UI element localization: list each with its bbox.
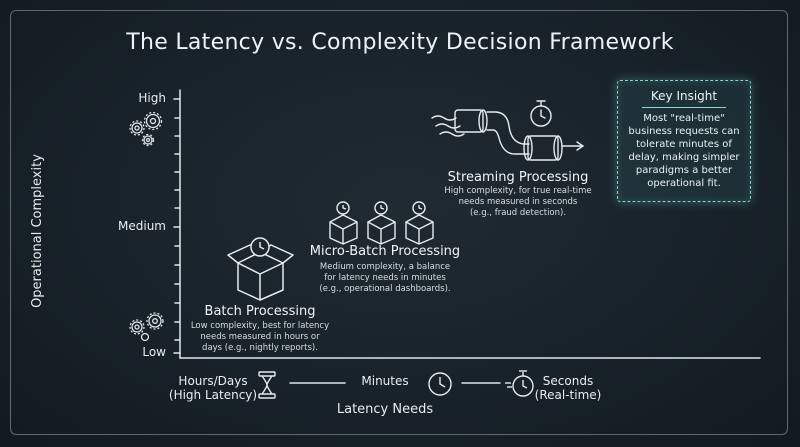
batch-title: Batch Processing <box>204 304 316 319</box>
x-axis-label: Latency Needs <box>336 402 434 417</box>
key-insight-line: business requests can <box>628 126 740 137</box>
batch-desc-line: days (e.g., nightly reports). <box>202 343 318 353</box>
micro-batch-desc-line: Medium complexity, a balance <box>319 262 451 272</box>
micro-box-3 <box>405 201 434 245</box>
streaming-title: Streaming Processing <box>447 170 589 185</box>
micro-batch-boxes-icon <box>329 201 434 245</box>
x-tick-seconds: Seconds (Real-time) <box>532 374 604 402</box>
streaming-description: High complexity, for true real-time need… <box>428 186 608 219</box>
micro-batch-desc-line: (e.g., operational dashboards). <box>319 284 451 294</box>
key-insight-text: Most "real-time" business requests can t… <box>624 112 744 190</box>
micro-batch-title: Micro-Batch Processing <box>309 244 461 259</box>
streaming-desc-line: (e.g., fraud detection). <box>469 208 567 218</box>
gears-low-icon <box>129 312 164 342</box>
x-tick-hours: Hours/Days (High Latency) <box>168 374 258 402</box>
x-tick-minutes: Minutes <box>361 374 409 388</box>
key-insight-box: Key Insight Most "real-time" business re… <box>617 80 751 202</box>
micro-batch-desc-line: for latency needs in minutes <box>324 273 446 283</box>
batch-box-icon <box>227 237 294 301</box>
key-insight-divider <box>642 107 726 108</box>
y-tick-high: High <box>138 91 166 105</box>
batch-desc-line: Low complexity, best for latency <box>190 321 330 331</box>
x-tick-seconds-line2: (Real-time) <box>534 388 602 402</box>
key-insight-line: tolerate minutes of <box>636 139 732 150</box>
y-tick-medium: Medium <box>118 219 166 233</box>
key-insight-line: delay, making simpler <box>628 152 740 163</box>
streaming-desc-line: High complexity, for true real-time <box>444 186 592 196</box>
page-title: The Latency vs. Complexity Decision Fram… <box>126 30 674 55</box>
micro-box-2 <box>367 201 396 245</box>
x-tick-hours-line2: (High Latency) <box>168 388 258 402</box>
y-tick-low: Low <box>142 345 166 359</box>
streaming-pipes-icon <box>431 100 585 161</box>
key-insight-line: paradigms a better <box>635 165 733 176</box>
y-axis-label: Operational Complexity <box>30 154 45 308</box>
batch-desc-line: needs measured in hours or <box>200 332 320 342</box>
key-insight-line: operational fit. <box>647 178 721 189</box>
micro-batch-description: Medium complexity, a balance for latency… <box>300 262 470 295</box>
x-tick-seconds-line1: Seconds <box>542 374 594 388</box>
key-insight-title: Key Insight <box>650 89 718 103</box>
x-tick-hours-line1: Hours/Days <box>178 374 248 388</box>
hourglass-icon <box>258 371 276 399</box>
y-axis-ticks <box>173 98 181 354</box>
stopwatch-icon <box>505 370 534 397</box>
clock-icon <box>428 372 452 396</box>
key-insight-line: Most "real-time" <box>643 113 725 124</box>
gears-high-icon <box>129 111 163 147</box>
batch-description: Low complexity, best for latency needs m… <box>180 321 340 354</box>
streaming-desc-line: needs measured in seconds <box>458 197 578 207</box>
micro-box-1 <box>329 201 358 245</box>
